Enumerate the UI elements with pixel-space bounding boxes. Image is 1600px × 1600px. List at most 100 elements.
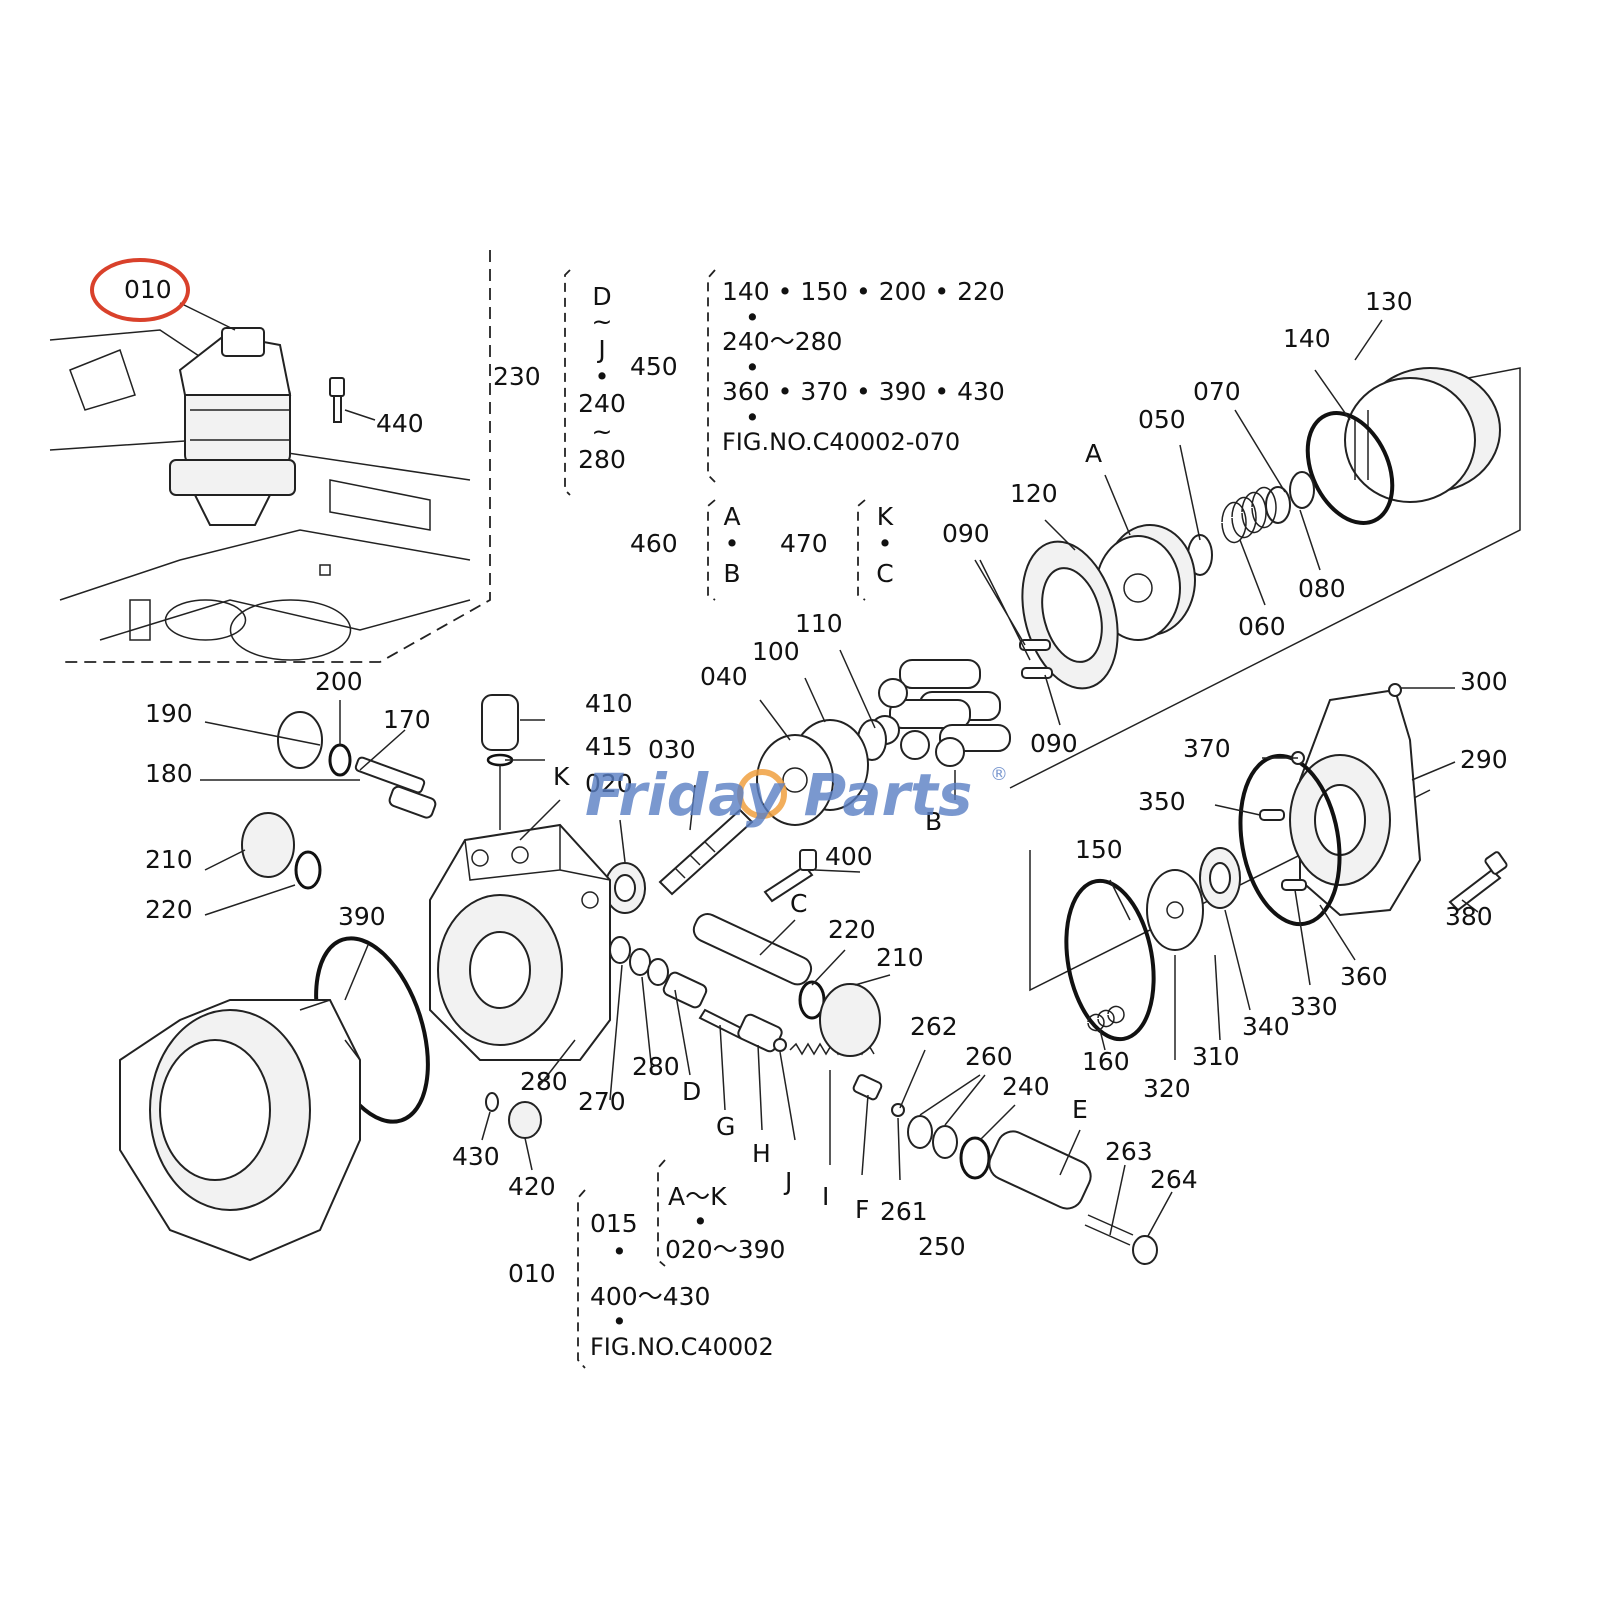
callout-160: 160 bbox=[1082, 1047, 1130, 1076]
note-230: D ~ J • 240 ~ 280 bbox=[578, 282, 626, 474]
callout-F: F bbox=[855, 1195, 869, 1224]
callout-I: I bbox=[822, 1182, 829, 1211]
note-010-line: 400～430 bbox=[590, 1282, 710, 1311]
callout-320: 320 bbox=[1143, 1074, 1191, 1103]
callout-390: 390 bbox=[338, 902, 386, 931]
watermark-registered: ® bbox=[990, 764, 1008, 785]
callout-010-top: 010 bbox=[124, 275, 172, 304]
note-450-line: 140 • 150 • 200 • 220 bbox=[722, 277, 1005, 306]
callout-040: 040 bbox=[700, 662, 748, 691]
callout-190: 190 bbox=[145, 699, 193, 728]
callout-G: G bbox=[716, 1112, 735, 1141]
note-230-line: J bbox=[596, 335, 605, 364]
callout-A-top: A bbox=[1085, 439, 1102, 468]
callout-D: D bbox=[682, 1077, 701, 1106]
callout-120: 120 bbox=[1010, 479, 1058, 508]
callout-280-left: 280 bbox=[520, 1067, 568, 1096]
note-470: K • C bbox=[876, 502, 894, 588]
note-460: A • B bbox=[723, 502, 740, 588]
callout-150: 150 bbox=[1075, 835, 1123, 864]
callout-250: 250 bbox=[918, 1232, 966, 1261]
callout-360: 360 bbox=[1340, 962, 1388, 991]
note-230-line: 280 bbox=[578, 445, 626, 474]
callout-130: 130 bbox=[1365, 287, 1413, 316]
callout-010-bottom: 010 bbox=[508, 1259, 556, 1288]
callout-280-right: 280 bbox=[632, 1052, 680, 1081]
note-010-line: • bbox=[612, 1237, 627, 1266]
note-460-line: B bbox=[723, 559, 740, 588]
callout-440: 440 bbox=[376, 409, 424, 438]
callout-270: 270 bbox=[578, 1087, 626, 1116]
callout-350: 350 bbox=[1138, 787, 1186, 816]
callout-140: 140 bbox=[1283, 324, 1331, 353]
callout-340: 340 bbox=[1242, 1012, 1290, 1041]
note-010: 015 • 400～430 • FIG.NO.C40002 bbox=[590, 1209, 774, 1361]
note-015-line: 020～390 bbox=[665, 1235, 785, 1264]
note-450-line: 360 • 370 • 390 • 430 bbox=[722, 377, 1005, 406]
note-230-line: 240 bbox=[578, 389, 626, 418]
callout-180: 180 bbox=[145, 759, 193, 788]
callout-220-right: 220 bbox=[828, 915, 876, 944]
callout-J: J bbox=[783, 1167, 792, 1196]
note-015-line: A～K bbox=[668, 1182, 727, 1211]
callout-261: 261 bbox=[880, 1197, 928, 1226]
callout-020: 020 bbox=[585, 769, 633, 798]
callout-B: B bbox=[925, 807, 942, 836]
part-callouts: 010 440 230 450 460 470 130 140 070 050 … bbox=[124, 275, 1508, 1288]
callout-080: 080 bbox=[1298, 574, 1346, 603]
callout-264: 264 bbox=[1150, 1165, 1198, 1194]
callout-110: 110 bbox=[795, 609, 843, 638]
note-450: 140 • 150 • 200 • 220 • 240～280 • 360 • … bbox=[722, 277, 1005, 456]
callout-E: E bbox=[1072, 1095, 1088, 1124]
callout-090-upper: 090 bbox=[942, 519, 990, 548]
note-450-line: FIG.NO.C40002-070 bbox=[722, 428, 960, 456]
note-010-line: 015 bbox=[590, 1209, 638, 1238]
callout-415: 415 bbox=[585, 732, 633, 761]
callout-090-lower: 090 bbox=[1030, 729, 1078, 758]
callout-420: 420 bbox=[508, 1172, 556, 1201]
note-010-line: FIG.NO.C40002 bbox=[590, 1333, 774, 1361]
note-230-line: D bbox=[592, 282, 611, 311]
note-470-line: • bbox=[878, 529, 893, 558]
callout-300: 300 bbox=[1460, 667, 1508, 696]
note-230-line: ~ bbox=[592, 307, 613, 336]
note-010-line: • bbox=[612, 1307, 627, 1336]
callout-C: C bbox=[790, 889, 807, 918]
highlight-circle bbox=[90, 258, 190, 322]
callout-430: 430 bbox=[452, 1142, 500, 1171]
bracket-notes bbox=[564, 269, 866, 1369]
top-right-assembly bbox=[604, 367, 1521, 914]
callout-050: 050 bbox=[1138, 405, 1186, 434]
callout-330: 330 bbox=[1290, 992, 1338, 1021]
callout-210-right: 210 bbox=[876, 943, 924, 972]
callout-K: K bbox=[553, 762, 570, 791]
callout-210-left: 210 bbox=[145, 845, 193, 874]
note-230-line: • bbox=[595, 362, 610, 391]
note-230-line: ~ bbox=[592, 417, 613, 446]
callout-470: 470 bbox=[780, 529, 828, 558]
callout-460: 460 bbox=[630, 529, 678, 558]
callout-262: 262 bbox=[910, 1012, 958, 1041]
note-015-line: • bbox=[693, 1207, 708, 1236]
callout-200: 200 bbox=[315, 667, 363, 696]
leader-lines bbox=[200, 319, 1479, 1237]
note-470-line: C bbox=[876, 559, 893, 588]
callout-170: 170 bbox=[383, 705, 431, 734]
callout-260: 260 bbox=[965, 1042, 1013, 1071]
callout-240: 240 bbox=[1002, 1072, 1050, 1101]
callout-230: 230 bbox=[493, 362, 541, 391]
note-450-line: • bbox=[745, 353, 760, 382]
callout-310: 310 bbox=[1192, 1042, 1240, 1071]
location-inset bbox=[49, 250, 491, 663]
callout-450: 450 bbox=[630, 352, 678, 381]
note-450-line: • bbox=[745, 403, 760, 432]
note-470-line: K bbox=[877, 502, 894, 531]
callout-290: 290 bbox=[1460, 745, 1508, 774]
callout-263: 263 bbox=[1105, 1137, 1153, 1166]
callout-060: 060 bbox=[1238, 612, 1286, 641]
callout-100: 100 bbox=[752, 637, 800, 666]
note-450-line: 240～280 bbox=[722, 327, 842, 356]
callout-380: 380 bbox=[1445, 902, 1493, 931]
note-015: A～K • 020～390 bbox=[665, 1182, 785, 1264]
